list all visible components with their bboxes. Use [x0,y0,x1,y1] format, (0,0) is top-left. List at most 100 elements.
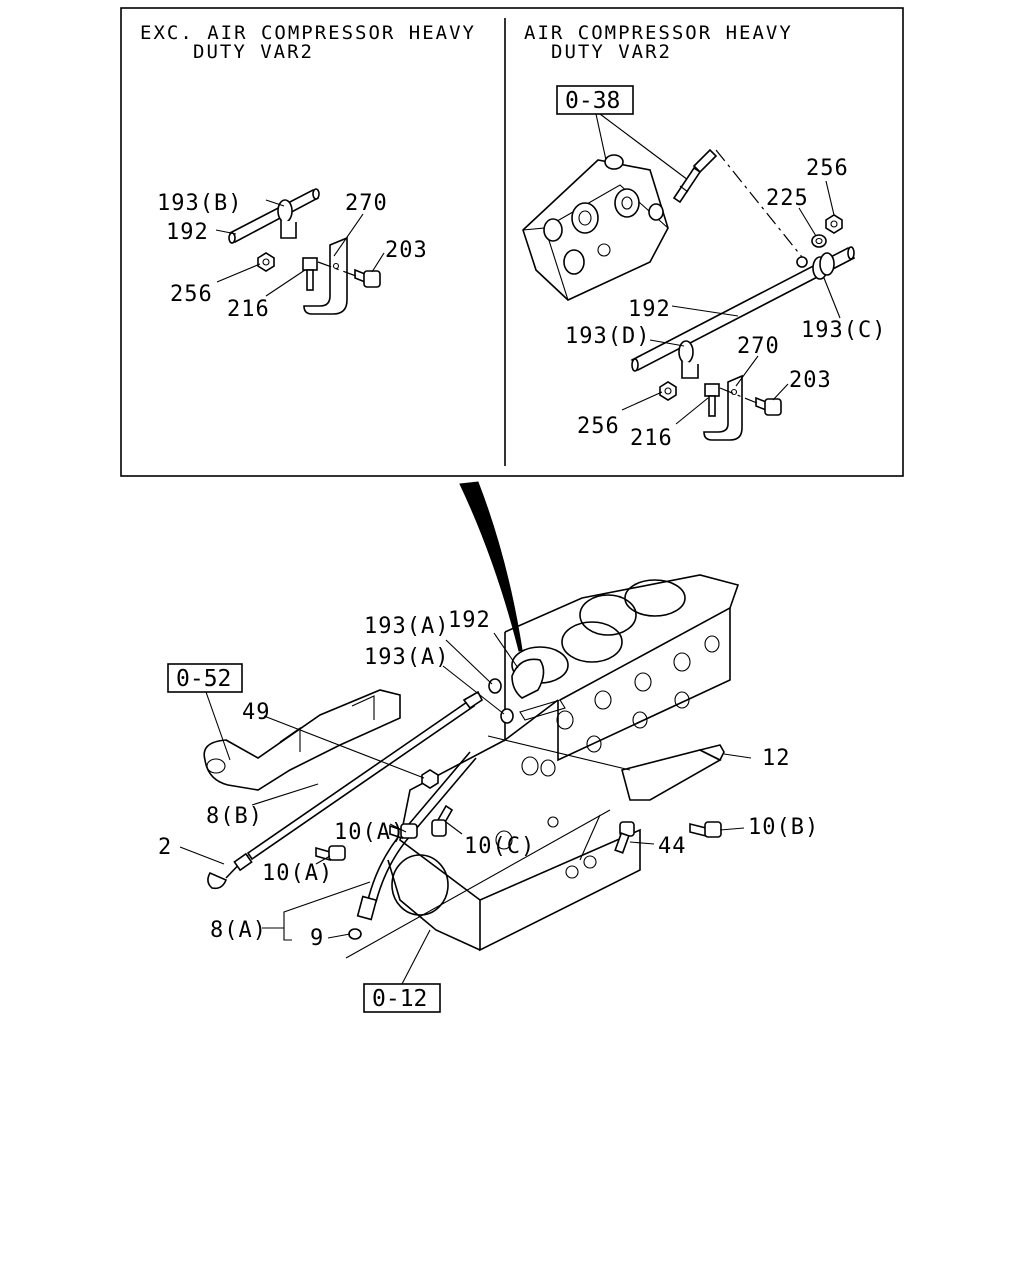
leader-192-main [493,632,519,669]
leader-0-52 [205,691,231,761]
leader-203-right [772,383,789,401]
callout-44: 44 [658,834,687,859]
leader-44 [629,841,655,845]
leader-0-12 [401,929,431,985]
callout-192-right: 192 [628,297,671,322]
bolt-44 [614,821,635,854]
callout-256-right-bottom: 256 [577,414,620,439]
leader-0-38-b [599,113,689,181]
callout-270-left: 270 [345,191,388,216]
stud-right [796,256,808,268]
inset-border [120,7,904,477]
callout-12: 12 [762,746,791,771]
callout-9: 9 [310,926,324,951]
leader-270-left [333,213,364,257]
leader-8b [251,783,319,806]
leader-192-right [671,305,739,317]
callout-193c: 193(C) [801,318,886,343]
dipstick-guide-8b [246,690,484,861]
leader-12-to-block [487,735,631,771]
callout-203-left: 203 [385,238,428,263]
callout-10b: 10(B) [748,815,819,840]
callout-193b-left: 193(B) [157,191,242,216]
leader-203-left [371,252,385,273]
leader-256-left [216,263,261,283]
leader-225 [798,207,817,237]
washer-225 [811,234,827,248]
leader-12 [723,753,752,759]
ref-box-0-38 [556,85,634,115]
leader-10c [445,821,463,835]
callout-216-left: 216 [227,297,270,322]
clamp-193d-right [678,340,699,379]
leader-216-left [265,269,306,297]
nut-256-left [257,252,275,272]
clamp-193c-right [812,252,835,280]
callout-203-right: 203 [789,368,832,393]
ref-label-0-38: 0-38 [565,88,620,114]
callout-8b: 8(B) [206,804,263,829]
callout-192-main: 192 [448,608,491,633]
detail-pointer-arrow [459,481,523,652]
hose-192-main [488,658,545,724]
leader-193a-2 [442,665,505,715]
callout-192-left: 192 [166,220,209,245]
head-bolt-bosses [495,635,720,850]
ref-box-0-52 [167,663,243,693]
callout-2: 2 [158,835,172,860]
leader-10a-1 [389,823,407,833]
leader-193c [823,277,841,319]
dipstick-2 [207,852,253,890]
bolt-49 [421,769,439,789]
bolt-10b [689,821,722,838]
clamp-193a-lower [500,708,514,724]
right-panel-title-line1: AIR COMPRESSOR HEAVY [524,22,793,44]
callout-270-right: 270 [737,334,780,359]
bracket-270-right [703,374,743,441]
callout-8a: 8(A) [210,918,267,943]
leader-9 [327,933,351,939]
callout-193a-2: 193(A) [364,645,449,670]
bolt-216-right [704,383,720,417]
left-panel-title-line1: EXC. AIR COMPRESSOR HEAVY [140,22,476,44]
right-panel: AIR COMPRESSOR HEAVY DUTY VAR2 0-38 [522,22,886,451]
callout-256-right-top: 256 [806,156,849,181]
leader-270-right [735,355,759,387]
air-compressor-head [522,154,669,301]
bolt-10c [431,804,454,837]
nut-256-right-top [825,214,843,234]
dashline-left [317,261,357,277]
dashline-right-a [715,149,807,263]
pipe-192-right [630,246,856,372]
leader-216-right [675,397,709,425]
bolt-216-left [302,257,318,291]
engine-block [387,574,740,952]
leader-49 [263,715,425,779]
leader-192-left [215,229,237,235]
leader-0-38-a [595,113,607,161]
washer-9 [348,928,362,940]
clamp-193a-upper [488,678,502,694]
callout-193a-1: 193(A) [364,614,449,639]
leader-10a-2 [315,855,331,865]
leader-256-right-bottom [621,391,663,411]
leader-0-12-b [345,809,611,959]
callout-216-right: 216 [630,426,673,451]
pipe-fitting-right [672,148,718,204]
pipe-192-left [228,188,320,244]
callout-10c: 10(C) [464,834,535,859]
callout-10a-1: 10(A) [334,820,405,845]
dashline-right-b [719,387,758,404]
leader-193a-1 [445,639,493,685]
leader-193d [649,339,685,347]
bolt-203-left [354,268,381,288]
nut-256-right-bottom [659,381,677,401]
leader-10b [719,827,745,831]
callout-49: 49 [242,700,271,725]
callout-193d: 193(D) [565,324,650,349]
leader-193b-left [265,199,285,207]
leader-256-right-top [825,180,835,216]
callout-225: 225 [766,186,809,211]
left-panel: EXC. AIR COMPRESSOR HEAVY DUTY VAR2 [140,22,476,322]
